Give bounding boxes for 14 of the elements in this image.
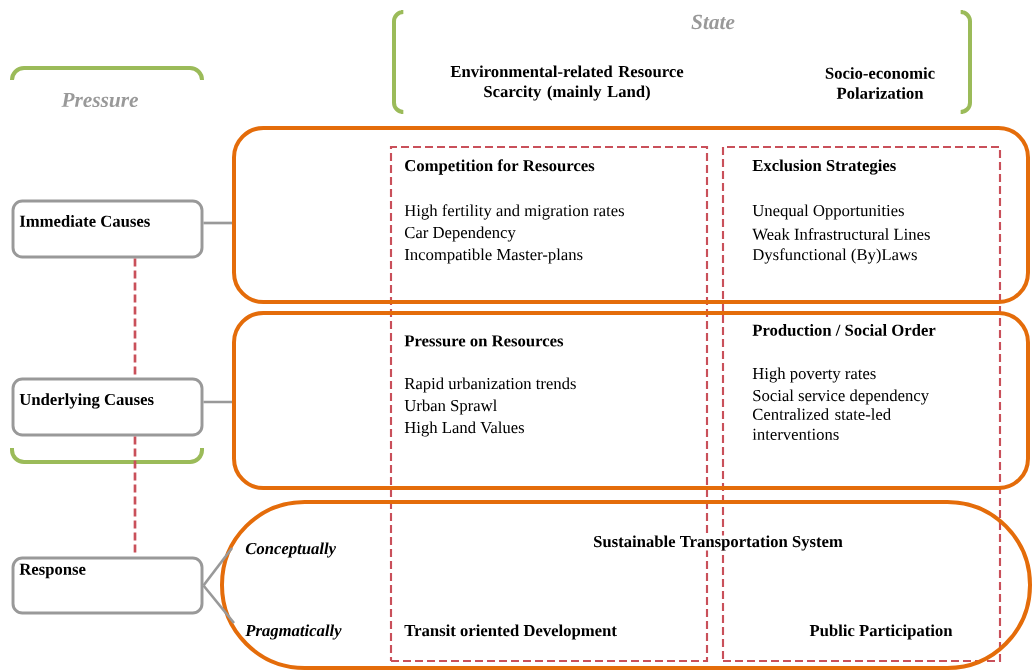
connector-line [202, 584, 236, 624]
response-panel: Conceptually Sustainable Transportation System Pragmatically Transit oriented Development Public Participation [220, 500, 1032, 670]
column-heading: Environmental-related Resource Scarcity (mainly Land) [450, 65, 684, 101]
cause-panel: Pressure on Resources Rapid urbanization trends Urban Sprawl High Land Values Production / Social Order High poverty rates Social service dependency Centralized state-led interventions [232, 311, 1030, 490]
column-heading: Socio-economic Polarization [825, 67, 935, 99]
heading: State [691, 14, 735, 30]
cause-box: Underlying Causes [11, 377, 204, 437]
cause-box: Response [11, 556, 204, 615]
connector-line [203, 400, 232, 404]
connector-line [203, 221, 232, 225]
connector-line [202, 547, 234, 587]
cause-box: Immediate Causes [11, 199, 204, 259]
cause-panel: Competition for Resources High fertility and migration rates Car Dependency Incompatible Master-plans Exclusion Strategies Unequal Opportunities Weak Infrastructural Lines Dysfunctional (By)Laws [232, 126, 1030, 304]
heading: Pressure [61, 92, 139, 108]
